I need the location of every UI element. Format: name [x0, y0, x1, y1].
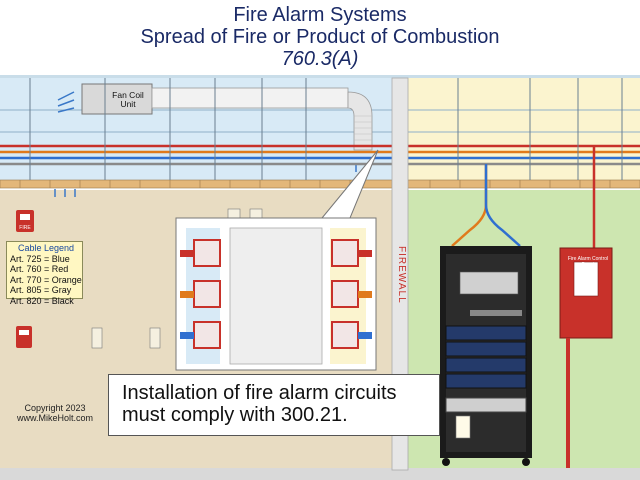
left-ceiling-beam: [0, 179, 393, 189]
ceiling-slab: [0, 75, 640, 78]
panel-conduit: [566, 338, 570, 468]
title-area: [0, 0, 640, 76]
title-line-2: Spread of Fire or Product of Combustion: [140, 26, 500, 48]
cable-hangers: [29, 78, 623, 180]
firewall-label: FIREWALL: [396, 246, 407, 304]
inset-penetrations: [180, 239, 372, 349]
title-line-1: Fire Alarm Systems: [233, 4, 407, 26]
panel-keypad: [573, 261, 599, 297]
pull-station-text: FIRE: [19, 225, 31, 231]
light-switch-icon: [149, 327, 161, 349]
cable-legend-title: Cable Legend: [17, 243, 75, 253]
copyright: Copyright 2023 www.MikeHolt.com: [10, 403, 100, 423]
ceiling-cables: [0, 144, 640, 166]
legend-item: Art. 770 = Orange: [10, 274, 82, 285]
fire-pull-station-icon: [16, 326, 32, 348]
website-line: www.MikeHolt.com: [16, 413, 93, 423]
control-panel-label: Fire Alarm Control Panel: [567, 256, 609, 268]
copyright-line: Copyright 2023: [24, 403, 86, 413]
legend-item: Art. 725 = Blue: [10, 253, 70, 264]
rack-cable-drop: [451, 146, 596, 250]
flex-duct: [347, 91, 373, 151]
light-switch-icon: [91, 327, 103, 349]
inset-pointer: [320, 149, 379, 219]
rack-caster: [442, 458, 450, 466]
pull-station-window: [20, 214, 30, 220]
right-ceiling-space: [408, 78, 640, 182]
right-ceiling-beam: [407, 179, 640, 189]
supply-duct: [151, 87, 349, 109]
code-reference: 760.3(A): [281, 48, 359, 70]
rack-outlet-icon: [455, 415, 471, 439]
callout-text: Installation of fire alarm circuits must…: [122, 382, 397, 426]
inset-firewall: [229, 227, 323, 365]
legend-item: Art. 805 = Gray: [10, 285, 72, 295]
floor: [0, 468, 640, 480]
pull-station-window: [19, 330, 29, 335]
beam-ticks: [19, 180, 611, 188]
rack-equipment: [445, 271, 527, 413]
cable-legend: Cable Legend Art. 725 = Blue Art. 760 = …: [6, 241, 83, 306]
legend-item: Art. 820 = Black: [10, 295, 74, 306]
firewall: [391, 77, 409, 471]
fan-coil-unit-label: Fan Coil Unit: [112, 90, 144, 109]
title-block: Fire Alarm Systems Spread of Fire or Pro…: [0, 4, 640, 70]
legend-item: Art. 760 = Red: [10, 264, 69, 274]
callout-box: Installation of fire alarm circuits must…: [108, 374, 440, 436]
rack-caster: [522, 458, 530, 466]
fan-coil-unit: [81, 83, 153, 115]
